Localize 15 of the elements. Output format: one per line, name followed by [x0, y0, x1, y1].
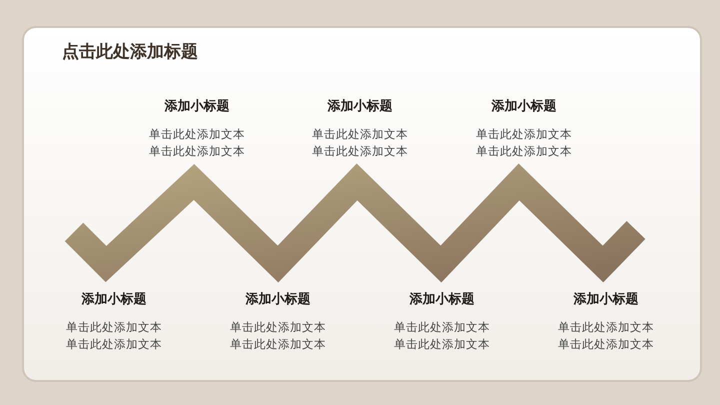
subheading: 添加小标题: [572, 291, 640, 308]
subheading: 添加小标题: [490, 98, 558, 115]
body-text: 单击此处添加文本单击此处添加文本: [475, 126, 573, 160]
body-text: 单击此处添加文本单击此处添加文本: [65, 319, 163, 353]
body-text: 单击此处添加文本单击此处添加文本: [148, 126, 246, 160]
body-text: 单击此处添加文本单击此处添加文本: [557, 319, 655, 353]
body-text: 单击此处添加文本单击此处添加文本: [229, 319, 327, 353]
subheading: 添加小标题: [80, 291, 148, 308]
slide-title: 点击此处添加标题: [62, 41, 198, 63]
subheading: 添加小标题: [164, 98, 230, 115]
body-text: 单击此处添加文本单击此处添加文本: [311, 126, 409, 160]
subheading: 添加小标题: [244, 291, 312, 308]
subheading: 添加小标题: [326, 98, 394, 115]
body-text: 单击此处添加文本单击此处添加文本: [393, 319, 491, 353]
subheading: 添加小标题: [408, 291, 476, 308]
